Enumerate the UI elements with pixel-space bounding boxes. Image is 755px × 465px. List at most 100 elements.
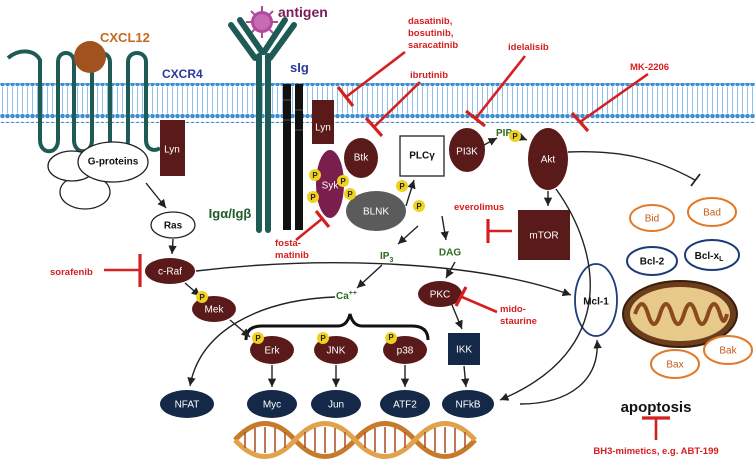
pkc-kinase	[418, 281, 462, 307]
svg-text:bosutinib,: bosutinib,	[408, 28, 453, 39]
blnk-to-plcg-arrow	[405, 179, 416, 207]
sorafenib-drug: sorafenib	[50, 254, 142, 287]
bcl2-protein	[626, 246, 678, 276]
phospho-marker	[509, 130, 521, 142]
ikk-label: IKK	[456, 345, 472, 356]
mek-to-erk-arrow	[229, 319, 251, 338]
phospho-marker	[309, 169, 321, 181]
svg-text:staurine: staurine	[500, 316, 537, 327]
midostaurine-drug: mido- staurine	[454, 286, 537, 327]
phospho-marker	[337, 175, 349, 187]
syk-kinase	[316, 150, 344, 218]
svg-text:MK-2206: MK-2206	[630, 62, 669, 73]
pi3k-to-pip3-arrow	[483, 137, 498, 146]
ip3-label: IP3	[380, 251, 393, 264]
dna-helix-icon	[233, 421, 477, 459]
plcg-label: PLCγ	[409, 151, 435, 162]
phospho-markers: P P P P P P P P P P P	[196, 130, 521, 344]
phospho-marker	[385, 332, 397, 344]
bak-label: Bak	[719, 346, 737, 357]
phospho-marker	[307, 191, 319, 203]
svg-text:P: P	[199, 293, 205, 302]
svg-text:P: P	[320, 334, 326, 343]
bak-protein	[703, 335, 753, 365]
ikk-complex	[448, 333, 480, 365]
svg-text:fosta-: fosta-	[275, 238, 301, 249]
svg-text:matinib: matinib	[275, 250, 309, 261]
myc-tf	[247, 390, 297, 418]
ibrutinib-drug: ibrutinib	[364, 70, 448, 138]
plcg-to-dag-arrow	[440, 215, 449, 241]
svg-text:P: P	[347, 190, 353, 199]
cxcl12-ligand	[74, 41, 106, 73]
plcg-to-ip3-arrow	[397, 225, 419, 245]
bad-label: Bad	[703, 208, 721, 219]
svg-text:sorafenib: sorafenib	[50, 267, 93, 278]
plcg-enzyme	[399, 135, 445, 177]
ras-label: Ras	[164, 221, 183, 232]
phospho-marker	[252, 332, 264, 344]
bad-protein	[687, 197, 737, 227]
g-proteins-label: G-proteins	[88, 157, 139, 168]
syk-label: Syk	[322, 181, 340, 192]
iga-igb-label: Igα/Igβ	[209, 206, 252, 221]
antigen-label: antigen	[278, 4, 328, 20]
craf-label: c-Raf	[158, 267, 182, 278]
craf-to-mcl1-arrow	[195, 262, 572, 297]
phospho-marker	[344, 188, 356, 200]
bclxl-label: Bcl-xL	[695, 251, 724, 263]
jun-label: Jun	[328, 400, 344, 411]
nfkb-label: NFkB	[456, 400, 481, 411]
svg-text:ibrutinib: ibrutinib	[410, 70, 448, 81]
mapk-brace	[244, 313, 430, 341]
bh3-mimetics-label: BH3-mimetics, e.g. ABT-199	[593, 446, 718, 457]
cxcr4-receptor	[6, 49, 162, 154]
akt-to-bad-inhibit-bar	[690, 173, 701, 187]
pi3k-kinase	[449, 128, 485, 172]
lyn-kinase-bcr	[312, 100, 334, 144]
nfat-tf	[160, 390, 214, 418]
svg-text:P: P	[388, 333, 394, 342]
svg-text:P: P	[255, 334, 261, 343]
btk-kinase	[344, 138, 378, 178]
cxcl12-label: CXCL12	[100, 30, 150, 45]
mk2206-drug: MK-2206	[570, 62, 669, 133]
apoptosis-title: apoptosis	[621, 399, 692, 416]
svg-text:P: P	[312, 171, 318, 180]
jun-tf	[311, 390, 361, 418]
fostamatinib-drug: fosta- matinib	[275, 209, 331, 261]
phospho-marker	[317, 332, 329, 344]
sig-receptor	[228, 17, 297, 233]
atf2-tf	[380, 390, 430, 418]
lyn-bcr-label: Lyn	[315, 123, 331, 134]
dag-label: DAG	[439, 248, 461, 259]
atf2-label: ATF2	[393, 400, 417, 411]
bcl2-label: Bcl-2	[640, 257, 665, 268]
gprotein-to-ras-arrow	[145, 182, 167, 209]
mcl1-label: Mcl-1	[583, 297, 609, 308]
p38-label: p38	[397, 346, 414, 357]
bid-label: Bid	[645, 214, 659, 225]
erk-label: Erk	[265, 346, 281, 357]
mtor-label: mTOR	[529, 231, 558, 242]
everolimus-drug: everolimus	[454, 202, 512, 243]
nfkb-to-mcl1-arrow	[519, 339, 602, 405]
svg-text:mido-: mido-	[500, 304, 526, 315]
akt-kinase	[528, 128, 568, 190]
ras-gtpase	[150, 211, 196, 239]
dag-to-pkc-arrow	[445, 261, 456, 279]
btk-label: Btk	[354, 153, 369, 164]
myc-label: Myc	[263, 400, 281, 411]
bid-protein	[629, 204, 675, 232]
bclxl-protein	[684, 239, 740, 271]
jnk-label: JNK	[327, 346, 346, 357]
phospho-marker	[396, 180, 408, 192]
ikk-to-nfkb-arrow	[461, 365, 470, 388]
calcium-to-nfat-arrow	[187, 296, 336, 387]
cell-membrane	[0, 83, 755, 123]
svg-text:P: P	[512, 132, 518, 141]
idelalisib-drug: idelalisib	[465, 42, 549, 128]
bax-label: Bax	[666, 360, 683, 371]
akt-to-nfkb-arrow	[499, 188, 591, 401]
